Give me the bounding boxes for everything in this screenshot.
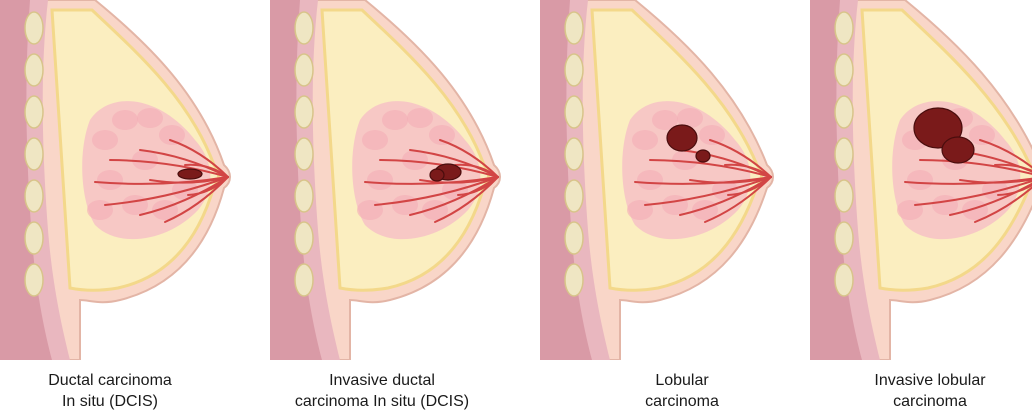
rib (835, 264, 853, 296)
rib (25, 180, 43, 212)
rib (25, 12, 43, 44)
rib (565, 54, 583, 86)
breast-cross-section-illustration (810, 0, 1032, 360)
rib (835, 138, 853, 170)
panel-caption: Invasive ductal carcinoma In situ (DCIS) (262, 370, 502, 412)
lobule (87, 200, 113, 220)
breast-cross-section-illustration (0, 0, 258, 360)
rib (295, 180, 313, 212)
rib (835, 180, 853, 212)
lobule (969, 125, 995, 145)
lobule (632, 130, 658, 150)
lobule (392, 195, 418, 215)
lobule (92, 130, 118, 150)
lobule (429, 125, 455, 145)
lobule (159, 125, 185, 145)
lobule (897, 200, 923, 220)
panel-caption: Ductal carcinoma In situ (DCIS) (0, 370, 230, 412)
panel-ductal-carcinoma-in-situ: Ductal carcinoma In situ (DCIS) (0, 0, 258, 417)
rib (295, 138, 313, 170)
caption-line-1: Lobular (562, 370, 802, 391)
rib (25, 222, 43, 254)
lobule (357, 200, 383, 220)
panel-invasive-lobular-carcinoma: Invasive lobular carcinoma (810, 0, 1032, 417)
rib (565, 180, 583, 212)
rib (565, 264, 583, 296)
caption-line-2: carcinoma (810, 391, 1032, 412)
rib (295, 54, 313, 86)
tumor (430, 169, 444, 181)
rib (565, 138, 583, 170)
lobule (97, 170, 123, 190)
lobule (367, 170, 393, 190)
rib (295, 96, 313, 128)
caption-line-2: carcinoma (562, 391, 802, 412)
caption-line-1: Invasive ductal (262, 370, 502, 391)
breast-cross-section-illustration (270, 0, 528, 360)
lobule (137, 108, 163, 128)
tumor (178, 169, 202, 179)
lobule (362, 130, 388, 150)
rib (565, 222, 583, 254)
rib (835, 222, 853, 254)
panel-lobular-carcinoma: Lobular carcinoma (540, 0, 798, 417)
lobule (627, 200, 653, 220)
lobule (907, 170, 933, 190)
rib (25, 138, 43, 170)
rib (835, 54, 853, 86)
lobule (407, 108, 433, 128)
lobule (637, 170, 663, 190)
rib (295, 12, 313, 44)
rib (25, 264, 43, 296)
lobule (122, 195, 148, 215)
panel-caption: Lobular carcinoma (562, 370, 802, 412)
lobule (112, 110, 138, 130)
lobule (382, 110, 408, 130)
lobule (699, 125, 725, 145)
breast-cross-section-illustration (540, 0, 798, 360)
tumor (942, 137, 974, 163)
caption-line-1: Ductal carcinoma (0, 370, 230, 391)
panel-caption: Invasive lobular carcinoma (810, 370, 1032, 412)
rib (835, 12, 853, 44)
rib (295, 264, 313, 296)
caption-line-2: carcinoma In situ (DCIS) (262, 391, 502, 412)
rib (25, 54, 43, 86)
lobule (662, 195, 688, 215)
rib (25, 96, 43, 128)
tumor (696, 150, 710, 162)
rib (835, 96, 853, 128)
rib (295, 222, 313, 254)
lobule (932, 195, 958, 215)
rib (565, 96, 583, 128)
tumor (667, 125, 697, 151)
caption-line-1: Invasive lobular (810, 370, 1032, 391)
panel-invasive-ductal-carcinoma: Invasive ductal carcinoma In situ (DCIS) (270, 0, 528, 417)
rib (565, 12, 583, 44)
caption-line-2: In situ (DCIS) (0, 391, 230, 412)
